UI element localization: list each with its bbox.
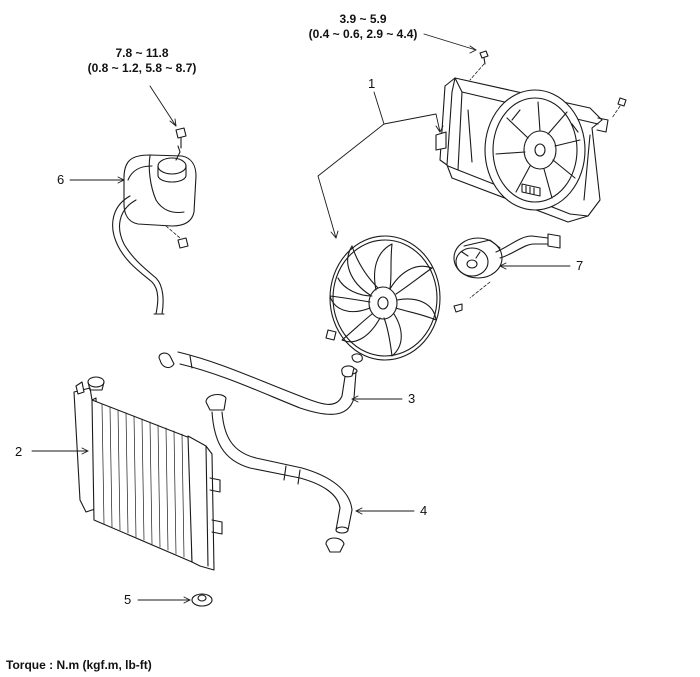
torque-unit-note: Torque : N.m (kgf.m, lb-ft) — [6, 658, 152, 672]
drain-plug — [191, 593, 213, 607]
callout-6: 6 — [57, 172, 65, 187]
callout-4: 4 — [420, 503, 428, 518]
torque-spec-left-conversion: (0.8 ~ 1.2, 5.8 ~ 8.7) — [87, 61, 197, 75]
torque-spec-top: 3.9 ~ 5.9 (0.4 ~ 0.6, 2.9 ~ 4.4) — [288, 12, 438, 42]
shroud-bolt — [469, 50, 489, 81]
callout-2: 2 — [15, 444, 23, 459]
callout-5: 5 — [124, 592, 132, 607]
reservoir-tank — [112, 127, 197, 315]
callout-7: 7 — [576, 258, 584, 273]
callout-3: 3 — [408, 391, 416, 406]
fan-shroud — [435, 77, 609, 223]
torque-spec-left: 7.8 ~ 11.8 (0.8 ~ 1.2, 5.8 ~ 8.7) — [62, 46, 222, 76]
leader-lines — [31, 33, 571, 604]
upper-hose — [158, 351, 358, 415]
radiator — [73, 376, 223, 571]
fan-motor — [453, 233, 561, 313]
lower-hose — [205, 393, 353, 553]
torque-spec-top-conversion: (0.4 ~ 0.6, 2.9 ~ 4.4) — [308, 27, 418, 41]
callout-1: 1 — [368, 76, 376, 91]
torque-spec-top-value: 3.9 ~ 5.9 — [339, 12, 387, 26]
cooling-fan — [325, 235, 441, 363]
shroud-bolt-right — [611, 97, 627, 119]
torque-spec-left-value: 7.8 ~ 11.8 — [115, 46, 169, 60]
